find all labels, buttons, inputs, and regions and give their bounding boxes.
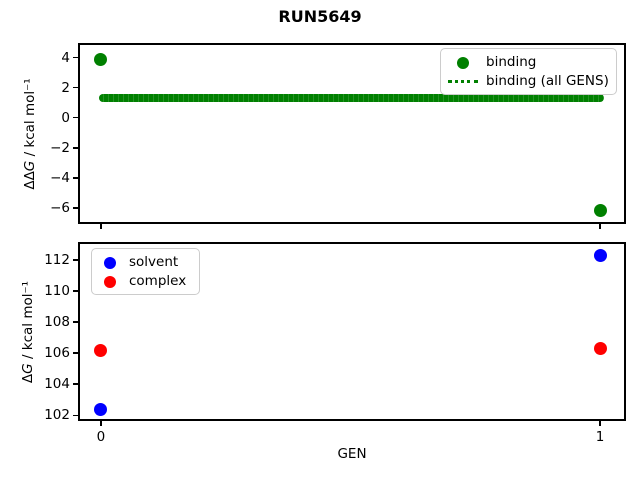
ddg-ytick-label: −4 xyxy=(50,169,70,186)
dg-y-label-part: / kcal mol⁻¹ xyxy=(20,280,36,363)
dg-ytick-label: 110 xyxy=(44,283,70,300)
dg-legend-row: solvent xyxy=(99,253,191,272)
dg-ytick-mark xyxy=(73,321,78,323)
ddg-legend-label: binding (all GENS) xyxy=(486,73,609,89)
legend-marker-dot-icon xyxy=(448,56,478,69)
dg-y-axis-label: ΔG / kcal mol⁻¹ xyxy=(19,202,37,462)
ddg-ytick-mark xyxy=(73,207,78,209)
figure-title: RUN5649 xyxy=(278,7,362,26)
dot-glyph xyxy=(104,275,116,288)
dg-point-solvent xyxy=(593,248,607,262)
ddg-ytick-mark xyxy=(73,56,78,59)
subplot-ddg-spines xyxy=(78,43,626,224)
ddg-ytick-label: 0 xyxy=(61,109,70,126)
ddg-ytick-label: −6 xyxy=(50,199,70,216)
dg-legend-row: complex xyxy=(99,272,191,291)
ddg-ytick-mark xyxy=(73,146,78,149)
dg-ytick-mark xyxy=(73,383,78,386)
dg-legend-label: complex xyxy=(129,273,187,289)
ddg-legend-row: binding (all GENS) xyxy=(448,72,609,91)
ddg-y-label-part: / kcal mol⁻¹ xyxy=(22,77,38,161)
dg-ytick-mark xyxy=(73,414,78,417)
dot-glyph xyxy=(457,56,469,69)
ddg-point-binding xyxy=(593,204,607,218)
x-axis-label: GEN xyxy=(337,446,367,462)
dg-ytick-label: 112 xyxy=(44,252,70,269)
legend-marker-dot-icon xyxy=(99,275,121,288)
dg-point-complex xyxy=(94,343,108,357)
legend-marker-dot-icon xyxy=(99,256,121,269)
dg-ytick-label: 102 xyxy=(44,407,70,424)
dg-point-complex xyxy=(593,342,607,356)
ddg-ytick-mark xyxy=(73,177,78,179)
dotted-line-glyph xyxy=(448,80,478,83)
dg-xtick-mark xyxy=(100,421,102,426)
dg-y-label-part: Δ xyxy=(20,373,36,383)
dg-ytick-label: 104 xyxy=(44,376,70,393)
ddg-legend-label: binding xyxy=(486,54,537,70)
ddg-xtick-mark xyxy=(100,224,102,229)
ddg-xtick-mark xyxy=(599,224,601,229)
legend-marker-dotted-line-icon xyxy=(448,80,478,83)
dg-y-label-part: G xyxy=(20,362,36,374)
dg-ytick-mark xyxy=(73,352,78,355)
ddg-ytick-label: 4 xyxy=(61,49,70,66)
ddg-legend: binding binding (all GENS) xyxy=(440,48,617,95)
dg-xtick-label: 0 xyxy=(96,429,106,445)
dg-ytick-mark xyxy=(73,290,78,292)
dg-ytick-mark xyxy=(73,259,78,261)
dg-xtick-label: 1 xyxy=(595,429,605,445)
ddg-dotted-line-binding-all-GENS- xyxy=(98,94,605,103)
ddg-y-label-part: G xyxy=(22,160,38,171)
ddg-ytick-label: −2 xyxy=(50,139,70,156)
ddg-ytick-label: 2 xyxy=(61,79,70,96)
dot-glyph xyxy=(104,256,116,269)
dg-ytick-label: 106 xyxy=(44,345,70,362)
dg-point-solvent xyxy=(94,402,108,416)
ddg-ytick-mark xyxy=(73,86,78,89)
ddg-ytick-mark xyxy=(73,116,78,119)
ddg-legend-row: binding xyxy=(448,53,608,72)
dg-legend: solvent complex xyxy=(91,248,200,295)
subplot-dg-spines xyxy=(78,242,626,421)
dg-xtick-mark xyxy=(599,421,601,426)
dg-legend-label: solvent xyxy=(129,254,179,270)
dg-ytick-label: 108 xyxy=(44,314,70,331)
ddg-y-label-part: ΔΔ xyxy=(22,170,38,190)
ddg-point-binding xyxy=(94,52,108,66)
